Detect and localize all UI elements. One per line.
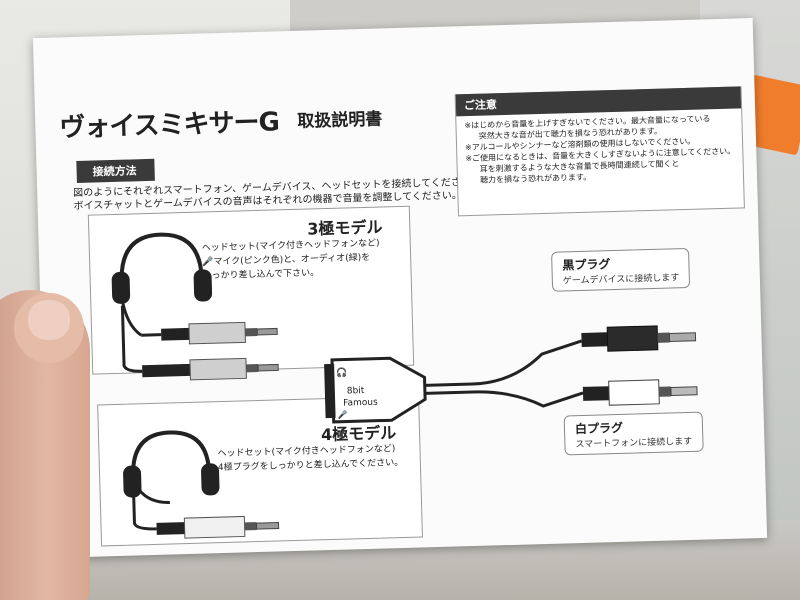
headset-4pole-icon [123,430,220,531]
white-plug-callout: 白プラグ スマートフォンに接続します [563,411,704,456]
instruction-sheet: ヴォイスミキサーG 取扱説明書 接続方法 図のようにそれぞれスマートフォン、ゲー… [32,18,768,558]
black-plug [581,325,697,352]
headset-3pole-icon [111,232,213,373]
output-cables [424,339,584,408]
white-plug [582,379,698,406]
mixer-device: 8bit Famous 🎧 🎤 [324,356,427,424]
mic-small-icon: 🎤 [337,410,347,420]
white-plug-desc: スマートフォンに接続します [575,436,693,451]
device-logo-line2: Famous [343,398,378,409]
black-plug-callout: 黒プラグ ゲームデバイスに接続します [551,247,691,292]
device-logo-line1: 8bit [347,386,365,396]
thumbnail [28,300,70,340]
black-plug-desc: ゲームデバイスに接続します [562,273,680,287]
headphone-icon: 🎧 [336,366,348,378]
connection-diagram: 8bit Famous 🎧 🎤 [111,232,698,539]
four-pole-plug [156,515,280,539]
three-pole-plugs [142,321,279,381]
